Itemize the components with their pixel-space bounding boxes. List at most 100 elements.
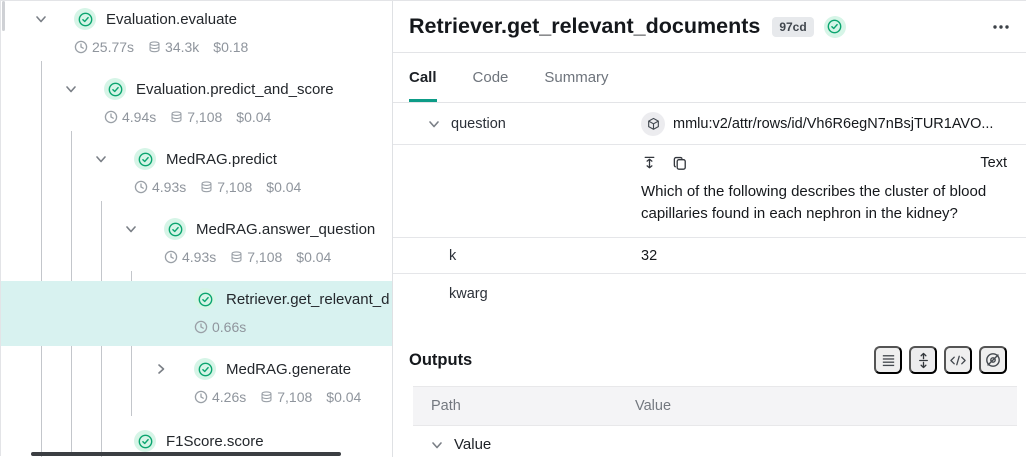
tree-node-evaluation-evaluate[interactable]: Evaluation.evaluate 25.77s 34.3k $0.18 (1, 7, 392, 57)
chevron-down-icon[interactable] (33, 11, 49, 27)
input-row-k: k 32 (393, 238, 1026, 274)
latency-value: 4.26s (212, 389, 246, 405)
tokens-icon (260, 390, 273, 404)
cost-value: $0.04 (326, 389, 361, 405)
input-value-ref[interactable]: mmlu:v2/attr/rows/id/Vh6R6egN7nBsjTUR1AV… (641, 112, 1026, 136)
tab-summary[interactable]: Summary (544, 53, 608, 102)
tokens-value: 7,108 (247, 249, 282, 265)
latency-icon (134, 180, 148, 194)
chevron-down-icon[interactable] (123, 221, 139, 237)
cost-value: $0.04 (296, 249, 331, 265)
tokens-value: 7,108 (277, 389, 312, 405)
overflow-menu-icon[interactable] (991, 17, 1011, 37)
success-status-icon (74, 8, 96, 30)
tab-code[interactable]: Code (473, 53, 509, 102)
tree-node-label: Evaluation.evaluate (106, 11, 237, 28)
tokens-icon (200, 180, 213, 194)
question-text: Which of the following describes the clu… (641, 181, 1003, 224)
tree-node-medrag-predict[interactable]: MedRAG.predict 4.93s 7,108 $0.04 (1, 147, 392, 197)
success-status-icon (194, 358, 216, 380)
tree-node-predict-and-score[interactable]: Evaluation.predict_and_score 4.94s 7,108… (1, 77, 392, 127)
cost-value: $0.04 (266, 179, 301, 195)
cost-value: $0.04 (236, 109, 271, 125)
output-path-label: Value (454, 436, 491, 453)
tree-node-stats: 4.94s 7,108 $0.04 (1, 107, 392, 127)
tree-node-label: F1Score.score (166, 433, 264, 450)
object-ref-icon (641, 112, 665, 136)
version-badge[interactable]: 97cd (772, 17, 813, 37)
tab-call[interactable]: Call (409, 53, 437, 102)
success-status-icon (194, 288, 216, 310)
tree-node-label: Retriever.get_relevant_d (226, 291, 389, 308)
input-row-kwarg: kwarg (393, 274, 1026, 314)
latency-value: 4.93s (182, 249, 216, 265)
tree-node-medrag-generate[interactable]: MedRAG.generate 4.26s 7,108 $0.04 (1, 357, 392, 407)
detail-tabs: Call Code Summary (393, 53, 1026, 103)
tree-node-f1score[interactable]: F1Score.score (1, 429, 392, 453)
expand-rows-icon[interactable] (909, 346, 937, 374)
success-status-icon (134, 430, 156, 452)
tree-node-label: MedRAG.generate (226, 361, 351, 378)
success-status-icon (164, 218, 186, 240)
latency-value: 4.93s (152, 179, 186, 195)
outputs-table-header: Path Value (413, 386, 1017, 426)
column-header-value: Value (635, 398, 671, 414)
tokens-icon (230, 250, 243, 264)
latency-value: 25.77s (92, 39, 134, 55)
tree-node-stats: 25.77s 34.3k $0.18 (1, 37, 392, 57)
trace-tree-panel: Evaluation.evaluate 25.77s 34.3k $0.18 E… (1, 1, 392, 457)
tree-node-label: Evaluation.predict_and_score (136, 81, 334, 98)
tree-node-stats: 4.93s 7,108 $0.04 (1, 247, 392, 267)
latency-icon (194, 390, 208, 404)
input-key: k (449, 248, 641, 264)
tree-node-stats: 4.26s 7,108 $0.04 (1, 387, 392, 407)
input-value: 32 (641, 248, 657, 264)
copy-icon[interactable] (672, 155, 689, 172)
cost-value: $0.18 (213, 39, 248, 55)
input-row-question: question mmlu:v2/attr/rows/id/Vh6R6egN7n… (393, 103, 1026, 145)
horizontal-scrollbar-thumb[interactable] (31, 452, 341, 456)
latency-value: 0.66s (212, 319, 246, 335)
input-key: kwarg (449, 286, 641, 302)
outputs-header: Outputs (393, 342, 1026, 378)
latency-icon (164, 250, 178, 264)
call-detail-panel: Retriever.get_relevant_documents 97cd Ca… (392, 1, 1026, 457)
code-view-icon[interactable] (944, 346, 972, 374)
outputs-title: Outputs (409, 351, 472, 370)
tree-node-label: MedRAG.predict (166, 151, 277, 168)
latency-icon (104, 110, 118, 124)
hide-values-icon[interactable] (979, 346, 1007, 374)
tokens-value: 7,108 (217, 179, 252, 195)
detail-header: Retriever.get_relevant_documents 97cd (393, 1, 1026, 53)
output-row-value[interactable]: Value (393, 436, 1026, 453)
success-status-icon (104, 78, 126, 100)
success-status-icon (824, 16, 846, 38)
chevron-down-icon[interactable] (63, 81, 79, 97)
collapse-icon[interactable] (641, 155, 658, 172)
tokens-value: 34.3k (165, 39, 199, 55)
tokens-icon (148, 40, 161, 54)
list-view-icon[interactable] (874, 346, 902, 374)
chevron-right-icon[interactable] (153, 361, 169, 377)
chevron-down-icon[interactable] (426, 116, 442, 132)
question-toolbar: Text (641, 145, 1007, 181)
input-key: question (451, 116, 641, 132)
tree-node-stats: 0.66s (1, 317, 392, 337)
tree-node-stats: 4.93s 7,108 $0.04 (1, 177, 392, 197)
success-status-icon (134, 148, 156, 170)
object-ref-text: mmlu:v2/attr/rows/id/Vh6R6egN7nBsjTUR1AV… (673, 116, 993, 132)
tree-node-label: MedRAG.answer_question (196, 221, 375, 238)
tokens-value: 7,108 (187, 109, 222, 125)
format-selector[interactable]: Text (980, 155, 1007, 171)
chevron-down-icon[interactable] (429, 437, 445, 453)
column-header-path: Path (413, 398, 635, 414)
question-expanded-content: Text Which of the following describes th… (393, 145, 1026, 238)
latency-icon (194, 320, 208, 334)
tree-node-get-relevant-documents-selected[interactable]: Retriever.get_relevant_d 0.66s (1, 281, 392, 346)
tokens-icon (170, 110, 183, 124)
vertical-scrollbar-thumb[interactable] (2, 1, 5, 31)
chevron-down-icon[interactable] (93, 151, 109, 167)
latency-value: 4.94s (122, 109, 156, 125)
tree-node-answer-question[interactable]: MedRAG.answer_question 4.93s 7,108 $0.04 (1, 217, 392, 267)
page-title: Retriever.get_relevant_documents (409, 14, 760, 39)
